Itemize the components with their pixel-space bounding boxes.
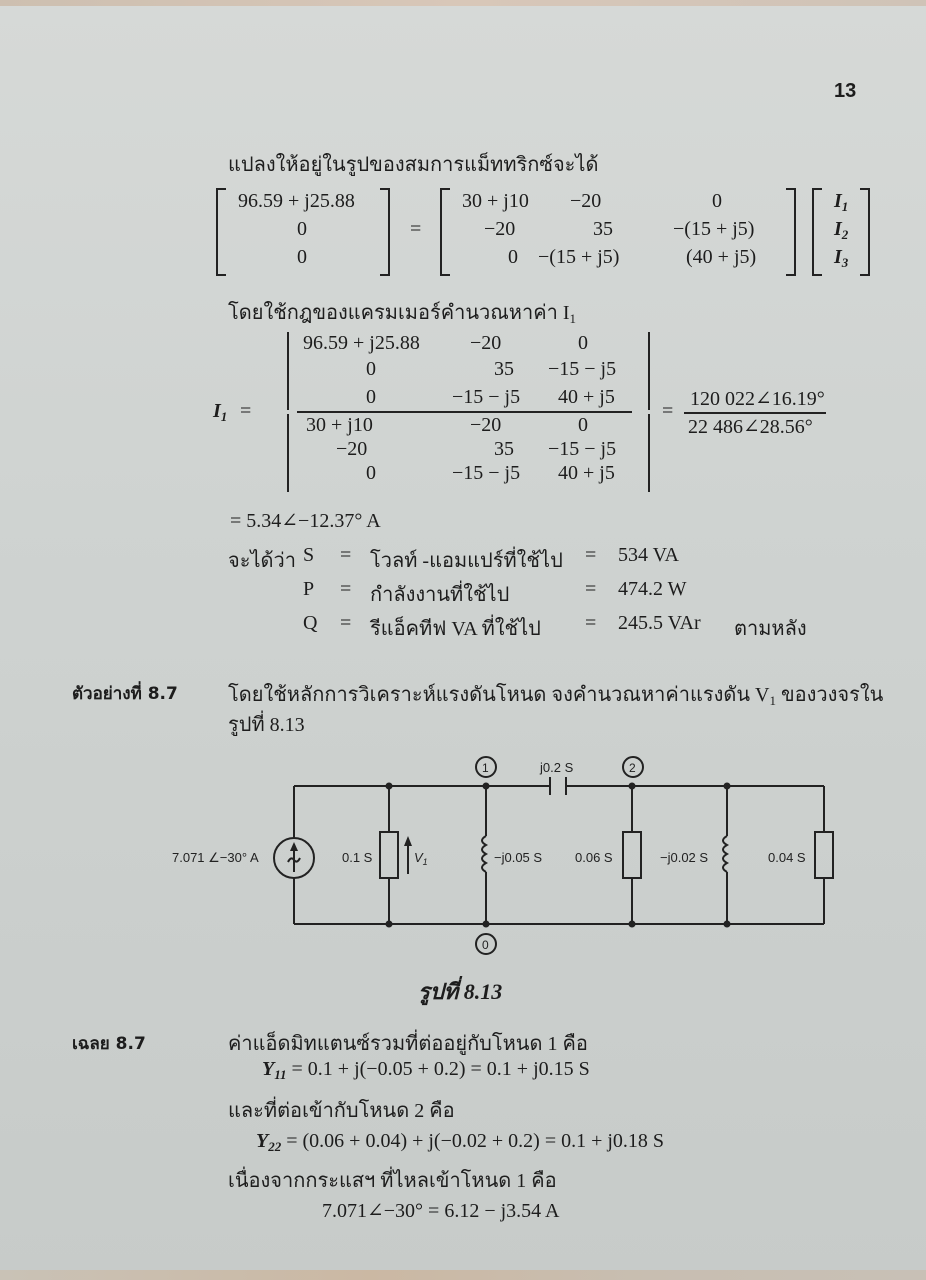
page-number: 13 [834,80,857,102]
matrix-cell: −20 [484,218,516,240]
equals-sign: = [662,400,674,422]
lhs-2: 0 [297,246,307,268]
equals-sign: = [585,612,597,634]
lhs-1: 0 [297,218,307,240]
det-cell: 35 [494,358,514,380]
fraction-bar [297,411,632,413]
node-0-label: 0 [482,938,489,952]
det-cell: −20 [470,332,502,354]
det-cell: 35 [494,438,514,460]
power-note: ตามหลัง [734,618,807,640]
det-cell: −15 − j5 [548,438,617,460]
solution-line1: ค่าแอ็ดมิทแตนซ์รวมที่ต่ออยู่กับโหนด 1 คื… [228,1033,588,1055]
r2-label: 0.06 S [575,850,613,865]
solution-line3: เนื่องจากกระแสฯ ที่ไหลเข้าโหนด 1 คือ [228,1170,557,1192]
det-cell: 96.59 + j25.88 [303,332,420,354]
equals-sign: = [585,544,597,566]
cramer-text: โดยใช้กฎของแครมเมอร์คำนวณหาค่า I1 [228,302,576,326]
det-cell: −15 − j5 [452,386,521,408]
unknown-i3: I3 [834,246,849,270]
source-arrow-icon [290,842,298,851]
example-label: ตัวอย่างที่ 8.7 [72,684,178,704]
matrix-cell: −(15 + j5) [538,246,620,268]
solution-label: เฉลย 8.7 [72,1034,146,1054]
det-cell: 0 [578,414,588,436]
matrix-cell: −20 [570,190,602,212]
solution-line2: และที่ต่อเข้ากับโหนด 2 คือ [228,1100,455,1122]
equals-sign: = [340,544,352,566]
result-denominator: 22 486∠28.56° [688,416,813,438]
circuit-diagram: 7.071 ∠−30° A 0.1 S V1 −j0.05 S j0.2 S 0… [172,756,834,955]
equals-sign: = [240,400,252,422]
matrix-cell: 30 + j10 [462,190,529,212]
power-value: 474.2 W [618,578,687,600]
power-value: 534 VA [618,544,679,566]
matrix-cell: 35 [593,218,613,240]
power-intro: จะได้ว่า [228,550,296,572]
det-cell: −20 [470,414,502,436]
matrix-cell: (40 + j5) [686,246,757,268]
det-cell: −15 − j5 [548,358,617,380]
l2-label: −j0.02 S [660,850,708,865]
lhs-0: 96.59 + j25.88 [238,190,355,212]
equals-sign: = [410,218,422,240]
v1-label: V1 [414,850,428,867]
current-equation: 7.071∠−30° = 6.12 − j3.54 A [322,1200,560,1222]
y11-equation: Y11 = 0.1 + j(−0.05 + 0.2) = 0.1 + j0.15… [262,1058,590,1082]
unknown-i1: I1 [834,190,849,214]
power-symbol: Q [303,612,318,634]
det-cell: −20 [336,438,368,460]
equals-sign: = [340,578,352,600]
y22-equation: Y22 = (0.06 + 0.04) + j(−0.02 + 0.2) = 0… [256,1130,665,1154]
power-desc: รีแอ็คทีฟ VA ที่ใช้ไป [370,618,541,640]
intro-text: แปลงให้อยู่ในรูปของสมการแม็ททริกซ์จะได้ [228,154,599,176]
voltage-arrow-icon [404,836,412,846]
r1-label: 0.1 S [342,850,373,865]
det-cell: 0 [578,332,588,354]
matrix-cell: −(15 + j5) [673,218,755,240]
equals-sign: = [340,612,352,634]
det-cell: 40 + j5 [558,462,615,484]
power-symbol: S [303,544,315,566]
i1-symbol: I1 [213,400,228,424]
det-cell: 40 + j5 [558,386,615,408]
unknown-i2: I2 [834,218,849,242]
i1-result: = 5.34∠−12.37° A [230,510,381,532]
power-desc: โวลท์ -แอมแปร์ที่ใช้ไป [370,550,563,572]
result-numerator: 120 022∠16.19° [690,388,825,410]
power-desc: กำลังงานที่ใช้ไป [370,584,510,606]
equals-sign: = [585,578,597,600]
det-cell: 0 [366,386,376,408]
power-value: 245.5 VAr [618,612,701,634]
det-cell: −15 − j5 [452,462,521,484]
example-line2: รูปที่ 8.13 [228,714,305,736]
det-cell: 0 [366,358,376,380]
node-1-label: 1 [482,761,489,775]
power-symbol: P [303,578,315,600]
result-fraction-bar [684,412,826,414]
source-label: 7.071 ∠−30° A [172,850,259,865]
matrix-cell: 0 [508,246,518,268]
example-line1: โดยใช้หลักการวิเคราะห์แรงดันโหนด จงคำนวณ… [228,684,884,708]
l1-label: −j0.05 S [494,850,542,865]
node-2-label: 2 [629,761,636,775]
figure-caption: รูปที่ 8.13 [418,979,503,1004]
det-cell: 0 [366,462,376,484]
det-cell: 30 + j10 [306,414,373,436]
matrix-cell: 0 [712,190,722,212]
r3-label: 0.04 S [768,850,806,865]
capacitor-label: j0.2 S [539,760,574,775]
